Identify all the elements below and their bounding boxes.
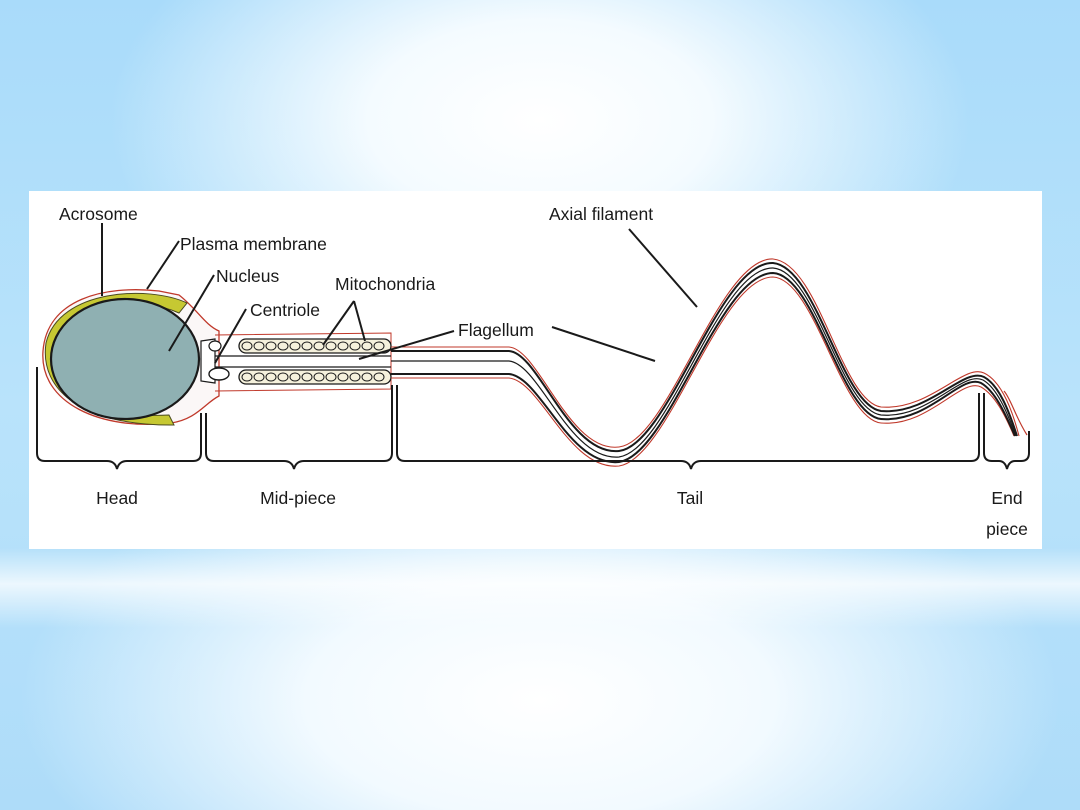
leader-plasma-membrane bbox=[147, 241, 179, 289]
leader-axial-filament bbox=[629, 229, 697, 307]
leader-flagellum-tail bbox=[552, 327, 655, 361]
tail-membrane-upper bbox=[391, 259, 1019, 447]
bracket-end-piece bbox=[984, 393, 1029, 469]
label-tail: Tail bbox=[677, 488, 703, 508]
sperm-tail bbox=[391, 259, 1027, 466]
nucleus-body bbox=[51, 299, 199, 419]
sperm-cell-diagram: Acrosome Plasma membrane Nucleus Centrio… bbox=[29, 191, 1042, 549]
label-acrosome: Acrosome bbox=[59, 204, 138, 224]
mid-piece bbox=[215, 333, 391, 391]
label-flagellum: Flagellum bbox=[458, 320, 534, 340]
label-mitochondria: Mitochondria bbox=[335, 274, 435, 294]
mitochondria-row-upper bbox=[239, 339, 391, 353]
centriole-body bbox=[209, 368, 229, 380]
mitochondria-row-lower bbox=[239, 370, 391, 384]
bracket-tail bbox=[397, 385, 979, 469]
label-end-piece-line2: piece bbox=[986, 519, 1028, 539]
label-head: Head bbox=[96, 488, 138, 508]
label-axial-filament: Axial filament bbox=[549, 204, 653, 224]
axial-filament-line bbox=[391, 268, 1016, 457]
diagram-canvas: Acrosome Plasma membrane Nucleus Centrio… bbox=[29, 191, 1042, 549]
region-labels: Head Mid-piece Tail End piece bbox=[96, 488, 1028, 539]
background-light-band bbox=[0, 548, 1080, 628]
label-nucleus: Nucleus bbox=[216, 266, 279, 286]
leader-mitochondria-2 bbox=[354, 301, 365, 341]
tail-outline-upper bbox=[391, 263, 1017, 451]
bracket-mid-piece bbox=[206, 385, 392, 469]
tail-outline-lower bbox=[391, 273, 1015, 462]
label-centriole: Centriole bbox=[250, 300, 320, 320]
tail-membrane-lower bbox=[391, 277, 1014, 466]
label-mid-piece: Mid-piece bbox=[260, 488, 336, 508]
label-end-piece-line1: End bbox=[991, 488, 1022, 508]
label-plasma-membrane: Plasma membrane bbox=[180, 234, 327, 254]
